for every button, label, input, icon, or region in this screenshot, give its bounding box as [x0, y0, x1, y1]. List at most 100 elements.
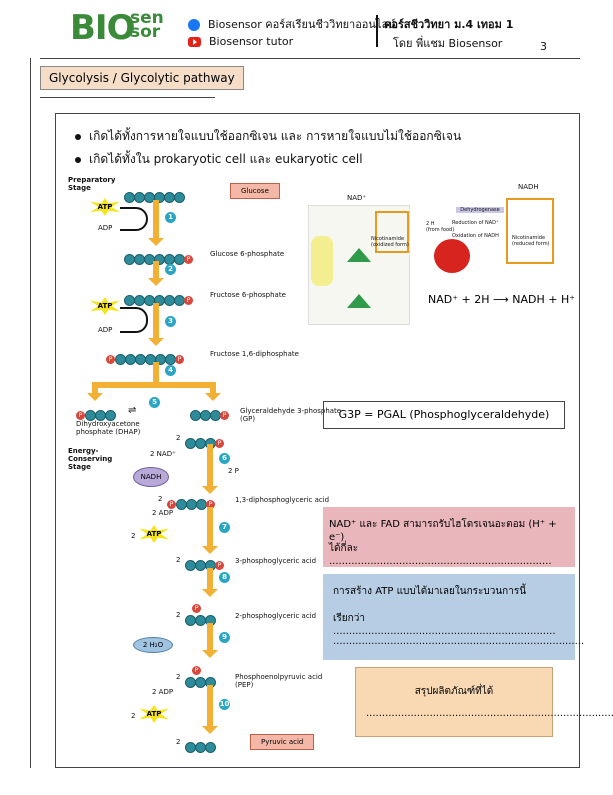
- energy-stage-label: Energy- Conserving Stage: [68, 447, 113, 471]
- arrowhead-9: [202, 650, 218, 658]
- f16dp-label: Fructose 1,6-diphosphate: [210, 350, 299, 358]
- two-7: 2: [131, 712, 136, 720]
- bpg-label: 1,3-diphosphoglyceric acid: [235, 496, 330, 504]
- arrow-4: [153, 362, 159, 384]
- arrowhead-4-left: [87, 393, 103, 401]
- arrow-3: [153, 303, 159, 339]
- arrow-8: [207, 568, 213, 590]
- step-5: 5: [149, 397, 160, 408]
- pep-label: Phosphoenolpyruvic acid (PEP): [235, 673, 323, 689]
- step-8: 8: [219, 572, 230, 583]
- atp-line3[interactable]: ........................................…: [333, 636, 585, 647]
- adp-label-1: ADP: [98, 224, 113, 232]
- atp-curve-1: [120, 207, 148, 231]
- g6p-molecule: P: [124, 249, 193, 268]
- logo: BIO: [70, 8, 135, 48]
- nad-equation: NAD⁺ + 2H ⟶ NADH + H⁺: [428, 293, 576, 306]
- phosphate-highlight: [311, 236, 333, 286]
- h2o-ellipse: 2 H₂O: [133, 637, 173, 653]
- two-3: 2: [131, 532, 136, 540]
- pg2-label: 2-phosphoglyceric acid: [235, 612, 317, 620]
- step-9: 9: [219, 632, 230, 643]
- adp-label-2: ADP: [98, 326, 113, 334]
- arrow-10: [207, 685, 213, 727]
- two-4: 2: [176, 556, 181, 564]
- atp-line2[interactable]: เรียกว่า ...............................…: [333, 613, 556, 637]
- products-line[interactable]: ........................................…: [366, 708, 613, 719]
- glucose-box: Glucose: [230, 183, 280, 199]
- apple-icon: [434, 239, 470, 273]
- left-rule: [30, 58, 31, 768]
- step-2: 2: [165, 264, 176, 275]
- two-1: 2: [176, 434, 181, 442]
- step-10: 10: [219, 699, 230, 710]
- oxidation-label: Oxidation of NADH: [452, 233, 499, 239]
- arrow-1: [153, 200, 159, 240]
- nad-reaction-panel: NADH Dehydrogenase Reduction of NAD⁺ Oxi…: [420, 183, 575, 293]
- nadh-ellipse: NADH: [133, 467, 169, 487]
- equilibrium-arrows: ⇌: [128, 405, 137, 416]
- nadh-title: NADH: [518, 183, 539, 191]
- content-frame: [55, 113, 580, 768]
- nad-label: 2 NAD⁺: [150, 450, 176, 458]
- arrowhead-1: [148, 238, 164, 246]
- arrowhead-2: [148, 278, 164, 286]
- nad-structure-panel: NAD⁺ Nicotinamide (oxidized form): [308, 194, 410, 325]
- atp-box: การสร้าง ATP แบบได้มาเลยในกระบวนการนี้ เ…: [323, 574, 584, 660]
- arrow-4-right: [210, 386, 216, 394]
- nicotinamide-ox-label: Nicotinamide (oxidized form): [371, 236, 409, 248]
- nicotinamide-red-box: [506, 198, 554, 264]
- atp-curve-2: [120, 307, 148, 333]
- pyruvic-molecule: [185, 737, 216, 756]
- bullet-1: เกิดได้ทั้งการหายใจแบบใช้ออกซิเจน และ กา…: [75, 127, 461, 146]
- two-6: 2: [176, 673, 181, 681]
- nad-fad-line1: NAD⁺ และ FAD สามารถรับไฮโดรเจนอะตอม (H⁺ …: [329, 519, 557, 543]
- bullet-2: เกิดได้ทั้งใน prokaryotic cell และ eukar…: [75, 150, 363, 169]
- dehydrogenase-label: Dehydrogenase: [456, 207, 504, 213]
- facebook-icon: [188, 19, 200, 31]
- arrowhead-4-right: [205, 393, 221, 401]
- arrow-7: [207, 507, 213, 547]
- two-2: 2: [158, 495, 163, 503]
- pyruvic-box: Pyruvic acid: [250, 734, 315, 750]
- ribose-1: [347, 248, 371, 262]
- nad-fad-box: NAD⁺ และ FAD สามารถรับไฮโดรเจนอะตอม (H⁺ …: [323, 507, 575, 567]
- f6p-label: Fructose 6-phosphate: [210, 291, 286, 299]
- g6p-label: Glucose 6-phosphate: [210, 250, 285, 258]
- step-3: 3: [165, 316, 176, 327]
- pg2-phosphate: P: [192, 598, 201, 617]
- nad-plus-label: NAD⁺: [347, 194, 367, 202]
- step-7: 7: [219, 522, 230, 533]
- youtube-line[interactable]: Biosensor tutor: [188, 35, 293, 48]
- products-title: สรุปผลิตภัณฑ์ที่ได้: [414, 686, 494, 697]
- page-number: 3: [540, 40, 547, 53]
- two-adp-1: 2 ADP: [152, 509, 174, 517]
- nad-fad-line2[interactable]: ได้กี่ละ ...............................…: [329, 543, 552, 567]
- two-5: 2: [176, 611, 181, 619]
- atp-line1: การสร้าง ATP แบบได้มาเลยในกระบวนการนี้: [333, 586, 527, 597]
- arrow-2: [153, 261, 159, 279]
- section-tag: Glycolysis / Glycolytic pathway: [40, 66, 244, 90]
- arrowhead-7: [202, 546, 218, 554]
- youtube-icon: [188, 37, 201, 47]
- arrowhead-3: [148, 338, 164, 346]
- reduction-label: Reduction of NAD⁺: [452, 220, 499, 226]
- from-food-label: 2 H (from food): [426, 221, 455, 233]
- dhap-molecule: P: [76, 405, 116, 424]
- arrow-9: [207, 623, 213, 651]
- arrow-6: [207, 444, 213, 487]
- products-box: สรุปผลิตภัณฑ์ที่ได้ ....................…: [355, 667, 613, 737]
- pi-label: 2 P: [228, 467, 239, 475]
- f6p-molecule: P: [124, 290, 193, 309]
- step-4: 4: [165, 365, 176, 376]
- ribose-2: [347, 294, 371, 308]
- facebook-line[interactable]: Biosensor คอร์สเรียนชีววิทยาออนไลน์: [188, 15, 396, 33]
- dhap-label: Dihydroxyacetone phosphate (DHAP): [76, 420, 141, 436]
- step-1: 1: [165, 212, 176, 223]
- header-divider: [376, 15, 378, 47]
- pep-phosphate: P: [192, 660, 201, 679]
- pg3-molecule: P: [185, 555, 224, 574]
- two-adp-2: 2 ADP: [152, 688, 174, 696]
